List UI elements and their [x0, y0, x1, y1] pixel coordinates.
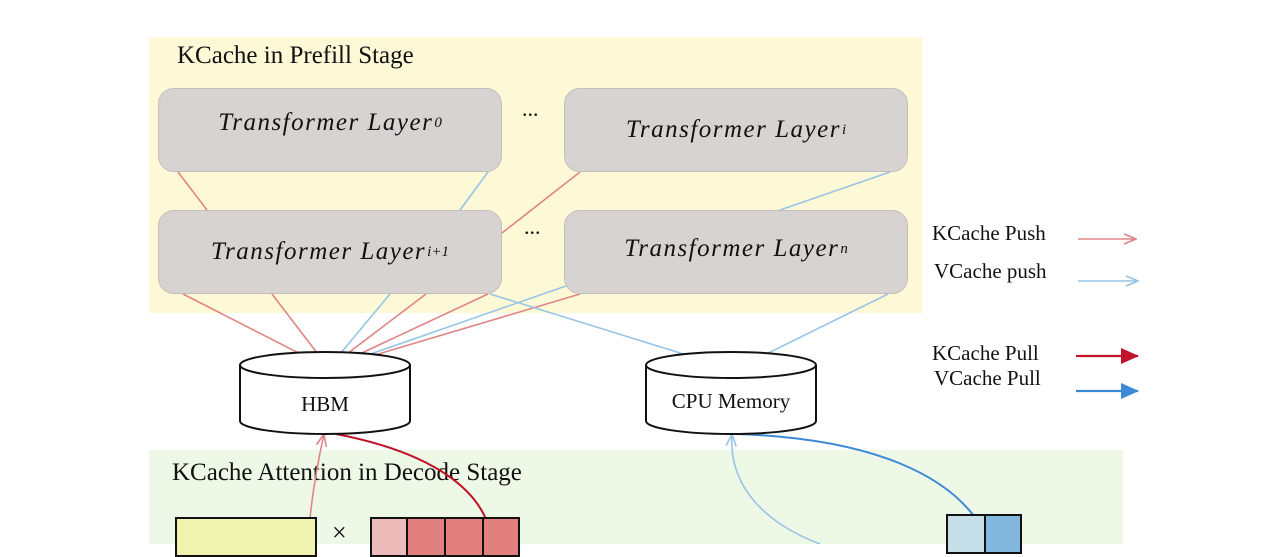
cpu-memory-label: CPU Memory	[671, 389, 791, 413]
prefill-stage-title: KCache in Prefill Stage	[177, 42, 414, 69]
legend-vcache-push: VCache push	[934, 259, 1047, 283]
kcache-link	[501, 171, 581, 234]
layer-label: Transformer Layer	[625, 116, 841, 143]
layer-label: Transformer Layer	[211, 238, 427, 265]
vcache-link	[459, 171, 489, 211]
vcache-up-line	[732, 434, 821, 544]
vcache-link	[779, 171, 891, 211]
kcache-block	[444, 517, 484, 557]
legend-vcache-pull: VCache Pull	[934, 366, 1041, 390]
kcache-block	[370, 517, 408, 557]
vcache-push-line	[336, 285, 567, 366]
legend-kcache-pull: KCache Pull	[932, 341, 1039, 365]
ellipsis-top: ...	[522, 96, 539, 121]
diagram-connections	[177, 171, 1139, 544]
layer-subscript: n	[840, 240, 848, 257]
layer-subscript: 0	[434, 114, 442, 131]
query-matrix	[175, 517, 317, 557]
decode-stage-title: KCache Attention in Decode Stage	[172, 459, 522, 486]
layer-links	[177, 171, 891, 234]
vcache-block	[946, 514, 986, 554]
layer-subscript: i+1	[427, 243, 449, 260]
hbm-label: HBM	[301, 392, 349, 416]
layer-label: Transformer Layer	[218, 109, 434, 136]
kcache-link	[177, 171, 208, 211]
layer-label: Transformer Layer	[624, 235, 840, 262]
kcache-block	[482, 517, 520, 557]
ellipsis-bottom: ...	[524, 214, 541, 239]
multiply-symbol: ×	[332, 518, 347, 547]
vcache-block	[984, 514, 1022, 554]
kcache-block	[406, 517, 446, 557]
cpu-memory-storage-icon	[645, 351, 817, 435]
hbm-storage-icon	[239, 351, 411, 435]
layer-subscript: i	[841, 121, 847, 138]
legend-kcache-push: KCache Push	[932, 221, 1046, 245]
